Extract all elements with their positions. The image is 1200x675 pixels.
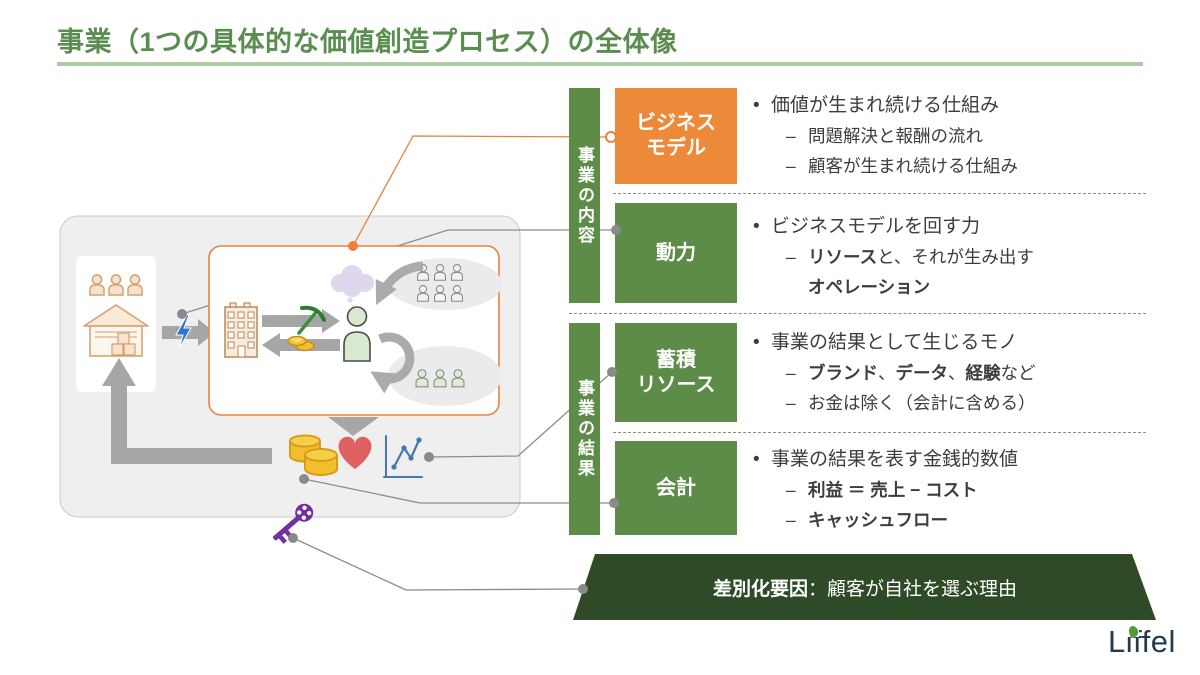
label-line: ビジネス	[636, 112, 716, 134]
label-box-accounting: 会計	[615, 441, 737, 535]
pickaxe-icon	[297, 305, 326, 335]
cycle-arrow	[370, 332, 415, 394]
chart-icon	[383, 435, 423, 478]
label-box-stock-resources: 蓄積 リソース	[615, 323, 737, 422]
sub-bullet-line: –お金は除く（会計に含める）	[786, 393, 1036, 413]
small-coins-icon	[287, 335, 315, 352]
heart-icon	[338, 436, 372, 469]
bar-business-result: 事業の結果	[569, 323, 600, 535]
sub-bullet-line: –キャッシュフロー	[786, 510, 948, 530]
sub-bullet-line: –顧客が生まれ続ける仕組み	[786, 156, 1018, 176]
differentiator-banner-rest: ：顧客が自社を選ぶ理由	[808, 578, 1018, 600]
connector-accounting-line	[303, 478, 614, 504]
output-arrow	[328, 417, 379, 436]
dashed-separator	[613, 432, 1146, 433]
liffel-logo: Liffel	[1108, 624, 1176, 659]
entrepreneur-icon	[343, 306, 371, 362]
text-accounting: •事業の結果を表す金銭的数値 –利益 ＝ 売上 − コスト –キャッシュフロー	[753, 446, 1173, 537]
bar-business-content-label: 事業の内容	[575, 145, 594, 246]
sub-bullet-continuation: オペレーション	[808, 277, 931, 297]
sub-bullet-line: –リソースと、それが生み出す	[786, 247, 1034, 267]
key-icon	[272, 503, 314, 544]
company-building-icon	[224, 302, 258, 358]
label-box-business-model: ビジネス モデル	[615, 88, 737, 184]
page-title: 事業（1つの具体的な価値創造プロセス）の全体像	[57, 27, 678, 57]
warehouse-icon	[83, 304, 149, 357]
differentiator-banner: 差別化要因：顧客が自社を選ぶ理由	[573, 554, 1156, 620]
text-power: •ビジネスモデルを回す力 –リソースと、それが生み出す オペレーション	[753, 213, 1173, 304]
text-stock-resources: •事業の結果として生じるモノ –ブランド、データ、経験など –お金は除く（会計に…	[753, 329, 1173, 420]
bullet-line: •ビジネスモデルを回す力	[753, 216, 981, 237]
repeat-customers-ellipse	[388, 346, 502, 406]
label-line: リソース	[636, 373, 716, 396]
coins-stack-icon	[289, 434, 338, 476]
supplier-people-icon	[89, 274, 143, 296]
thought-cloud-icon	[331, 265, 374, 309]
label-line: 蓄積	[656, 348, 696, 371]
connector-business-model-line	[352, 135, 611, 247]
feedback-arrow	[102, 358, 272, 464]
bar-business-result-label: 事業の結果	[575, 379, 594, 479]
text-business-model: •価値が生まれ続ける仕組み –問題解決と報酬の流れ –顧客が生まれ続ける仕組み	[753, 92, 1173, 183]
bar-business-content: 事業の内容	[569, 88, 600, 303]
supplier-card	[76, 256, 156, 392]
connector-differentiator-line	[292, 537, 584, 591]
differentiator-banner-bold: 差別化要因	[712, 578, 808, 600]
sub-bullet-line: –ブランド、データ、経験など	[786, 363, 1036, 383]
lightning-icon	[175, 314, 192, 350]
label-box-power: 動力	[615, 203, 737, 303]
dashed-separator	[613, 193, 1146, 194]
bullet-line: •事業の結果を表す金銭的数値	[753, 449, 1019, 470]
customer-inflow-arrow	[375, 261, 424, 306]
sub-bullet-line: –利益 ＝ 売上 − コスト	[786, 480, 978, 500]
label-line: 会計	[656, 476, 696, 499]
label-line: モデル	[646, 137, 706, 159]
title-underline	[57, 62, 1143, 66]
dashed-separator	[569, 313, 1146, 314]
sub-bullet-line: –問題解決と報酬の流れ	[786, 126, 983, 146]
bullet-line: •価値が生まれ続ける仕組み	[753, 95, 1000, 116]
repeat-customers-icon	[415, 369, 465, 388]
label-line: 動力	[656, 241, 696, 264]
bullet-line: •事業の結果として生じるモノ	[753, 332, 1018, 353]
